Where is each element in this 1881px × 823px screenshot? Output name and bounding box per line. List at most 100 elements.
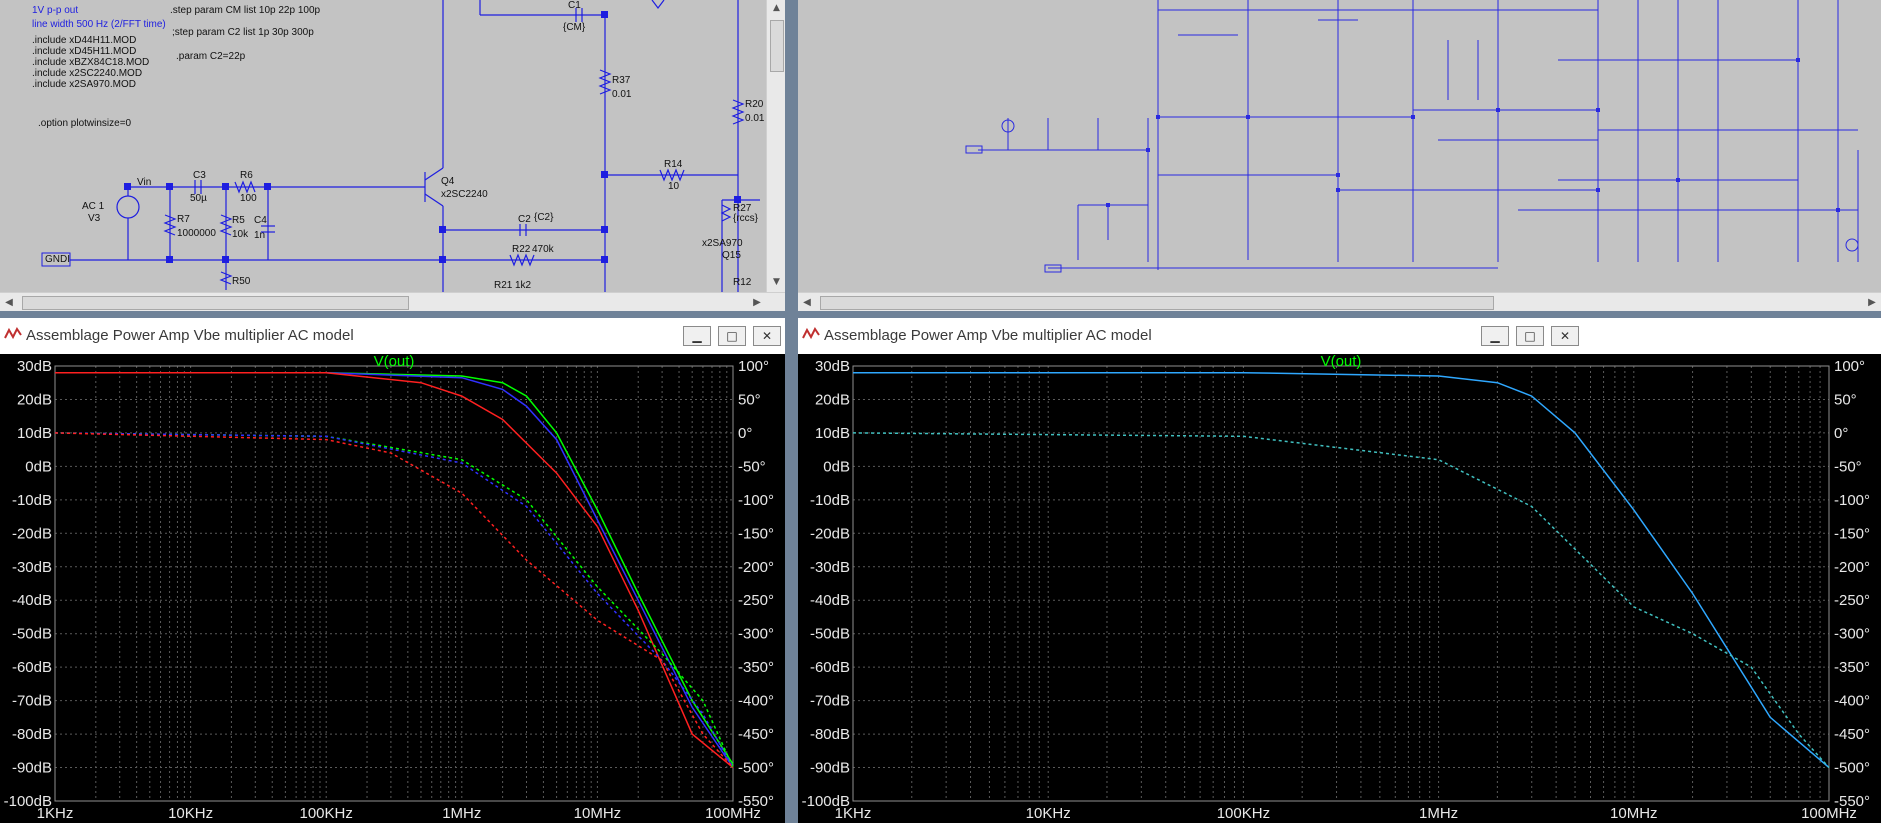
y-tick-label-deg: -450° [738, 726, 774, 743]
y-tick-label-deg: -350° [1834, 659, 1870, 676]
x-tick-label: 10MHz [574, 805, 622, 822]
y-tick-label-db: 0dB [823, 458, 850, 475]
label-c2-value: {C2} [534, 212, 554, 223]
y-tick-label-db: -90dB [810, 760, 850, 777]
y-tick-label-deg: -300° [1834, 626, 1870, 643]
maximize-button[interactable]: □ [718, 326, 746, 346]
maximize-button[interactable]: □ [1516, 326, 1544, 346]
y-tick-label-deg: -250° [738, 592, 774, 609]
scroll-right-arrow-icon[interactable]: ▶ [1868, 297, 1876, 308]
schematic-canvas-left[interactable] [0, 0, 766, 292]
bode-plot-svg-left[interactable]: 30dB20dB10dB0dB-10dB-20dB-30dB-40dB-50dB… [0, 353, 785, 823]
y-tick-label-db: 20dB [17, 391, 52, 408]
vertical-scrollbar-left[interactable]: ▲ ▼ [766, 0, 785, 292]
plot-window-titlebar-left[interactable]: Assemblage Power Amp Vbe multiplier AC m… [0, 318, 785, 355]
y-tick-label-db: -50dB [810, 626, 850, 643]
y-tick-label-deg: -200° [738, 559, 774, 576]
label-r27-value: {rccs} [733, 213, 759, 224]
y-tick-label-db: -40dB [12, 592, 52, 609]
label-gndi: GNDI [45, 254, 70, 265]
trace-label-vout[interactable]: V(out) [374, 353, 415, 370]
horizontal-scrollbar-right[interactable]: ◀ ▶ [798, 292, 1881, 311]
plot-window-right[interactable]: Assemblage Power Amp Vbe multiplier AC m… [798, 318, 1881, 823]
directive-option: .option plotwinsize=0 [38, 118, 132, 129]
directive-step-c2: ;step param C2 list 1p 30p 300p [172, 27, 314, 38]
x-tick-label: 100KHz [1217, 805, 1270, 822]
plot-frame [852, 365, 1830, 802]
label-r20-value: 0.01 [745, 113, 765, 124]
y-tick-label-db: -50dB [12, 626, 52, 643]
label-r14: R14 [664, 159, 683, 170]
y-tick-label-db: -20dB [810, 525, 850, 542]
schematic-pane-left[interactable]: 1V p-p out line width 500 Hz (2/FFT time… [0, 0, 785, 311]
label-r5: R5 [232, 215, 245, 226]
label-r14-value: 10 [668, 181, 680, 192]
plot-grid [852, 365, 1829, 802]
y-tick-label-deg: -150° [1834, 525, 1870, 542]
overview-wiring [978, 0, 1859, 270]
overview-ac-source-icon [1845, 238, 1859, 252]
y-tick-label-db: -60dB [12, 659, 52, 676]
y-tick-label-db: -80dB [810, 726, 850, 743]
plot-window-left[interactable]: Assemblage Power Amp Vbe multiplier AC m… [0, 318, 785, 823]
directive-step-cm: .step param CM list 10p 22p 100p [170, 5, 321, 16]
y-tick-label-deg: -350° [738, 659, 774, 676]
label-c4-value: 1n [254, 230, 266, 241]
scroll-right-arrow-icon[interactable]: ▶ [753, 297, 761, 308]
y-tick-label-deg: -500° [1834, 760, 1870, 777]
overview-gnd-label-box [1044, 264, 1062, 273]
pane-divider-vertical[interactable] [785, 0, 798, 823]
y-tick-label-db: -10dB [12, 492, 52, 509]
series-line-2 [852, 432, 1830, 769]
label-c4: C4 [254, 215, 267, 226]
scroll-left-arrow-icon[interactable]: ◀ [5, 297, 13, 308]
plot-window-titlebar-right[interactable]: Assemblage Power Amp Vbe multiplier AC m… [798, 318, 1881, 355]
label-c2: C2 [518, 214, 531, 225]
y-tick-label-deg: -200° [1834, 559, 1870, 576]
horizontal-scroll-thumb[interactable] [820, 296, 1494, 310]
trace-label-vout[interactable]: V(out) [1321, 353, 1362, 370]
label-r5-value: 10k [232, 229, 249, 240]
label-r22: R22 [512, 244, 531, 255]
y-tick-label-deg: 50° [1834, 391, 1857, 408]
minimize-button[interactable]: ▁ [683, 326, 711, 346]
y-tick-label-db: -100dB [4, 793, 52, 810]
plot-window-title: Assemblage Power Amp Vbe multiplier AC m… [824, 327, 1152, 344]
y-tick-label-db: -10dB [810, 492, 850, 509]
y-tick-label-db: -100dB [802, 793, 850, 810]
horizontal-scroll-thumb[interactable] [22, 296, 409, 310]
schematic-overview-canvas[interactable] [798, 0, 1881, 292]
scroll-down-arrow-icon[interactable]: ▼ [773, 277, 780, 287]
directive-include-3: .include xBZX84C18.MOD [32, 57, 150, 68]
schematic-pane-right[interactable]: ◀ ▶ [798, 0, 1881, 311]
y-tick-label-db: -40dB [810, 592, 850, 609]
y-tick-label-deg: -100° [1834, 492, 1870, 509]
label-r21-value: 1k2 [515, 280, 532, 291]
vertical-scroll-thumb[interactable] [770, 20, 784, 72]
bode-plot-svg-right[interactable]: 30dB20dB10dB0dB-10dB-20dB-30dB-40dB-50dB… [798, 353, 1881, 823]
y-tick-label-db: -20dB [12, 525, 52, 542]
close-button[interactable]: ✕ [753, 326, 781, 346]
close-button[interactable]: ✕ [1551, 326, 1579, 346]
y-tick-label-db: -60dB [810, 659, 850, 676]
y-tick-label-db: -70dB [12, 693, 52, 710]
pane-divider-horizontal[interactable] [0, 311, 1881, 318]
y-tick-label-deg: -300° [738, 626, 774, 643]
label-c1: C1 [568, 0, 581, 11]
y-tick-label-db: -30dB [810, 559, 850, 576]
scroll-left-arrow-icon[interactable]: ◀ [803, 297, 811, 308]
minimize-button[interactable]: ▁ [1481, 326, 1509, 346]
plot-window-title: Assemblage Power Amp Vbe multiplier AC m… [26, 327, 354, 344]
y-tick-label-db: -90dB [12, 760, 52, 777]
series-line-1 [55, 371, 734, 765]
y-tick-label-deg: -50° [738, 458, 766, 475]
series-line-2 [55, 371, 734, 768]
scroll-up-arrow-icon[interactable]: ▲ [773, 3, 780, 13]
y-tick-label-deg: -500° [738, 760, 774, 777]
directive-include-2: .include xD45H11.MOD [32, 46, 137, 57]
x-tick-label: 1KHz [37, 805, 74, 822]
horizontal-scrollbar-left[interactable]: ◀ ▶ [0, 292, 785, 311]
label-c1-value: {CM} [563, 22, 586, 33]
